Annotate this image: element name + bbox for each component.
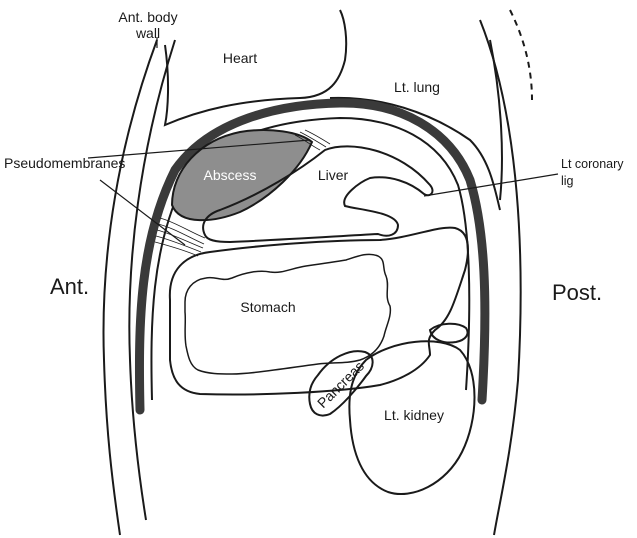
label-ant: Ant. <box>50 274 89 299</box>
label-liver: Liver <box>318 167 349 183</box>
label-ant-body-wall-line1: Ant. body <box>118 9 177 25</box>
stomach-outer <box>170 228 468 395</box>
label-stomach: Stomach <box>240 299 295 315</box>
label-heart: Heart <box>223 50 257 66</box>
posterior-wall-outer-dashed <box>510 10 532 100</box>
label-ant-body-wall-line2: wall <box>135 25 160 41</box>
label-lt-coronary-lig-line1: Lt coronary <box>561 157 624 171</box>
small-structure-near-kidney <box>430 324 468 343</box>
label-lt-kidney: Lt. kidney <box>384 407 444 423</box>
label-post: Post. <box>552 280 602 305</box>
label-pseudomembranes: Pseudomembranes <box>4 155 125 171</box>
label-lt-coronary-lig-line2: lig <box>561 174 574 188</box>
anterior-wall-inner-line <box>129 40 175 520</box>
label-abscess: Abscess <box>204 167 257 183</box>
label-lt-lung: Lt. lung <box>394 79 440 95</box>
